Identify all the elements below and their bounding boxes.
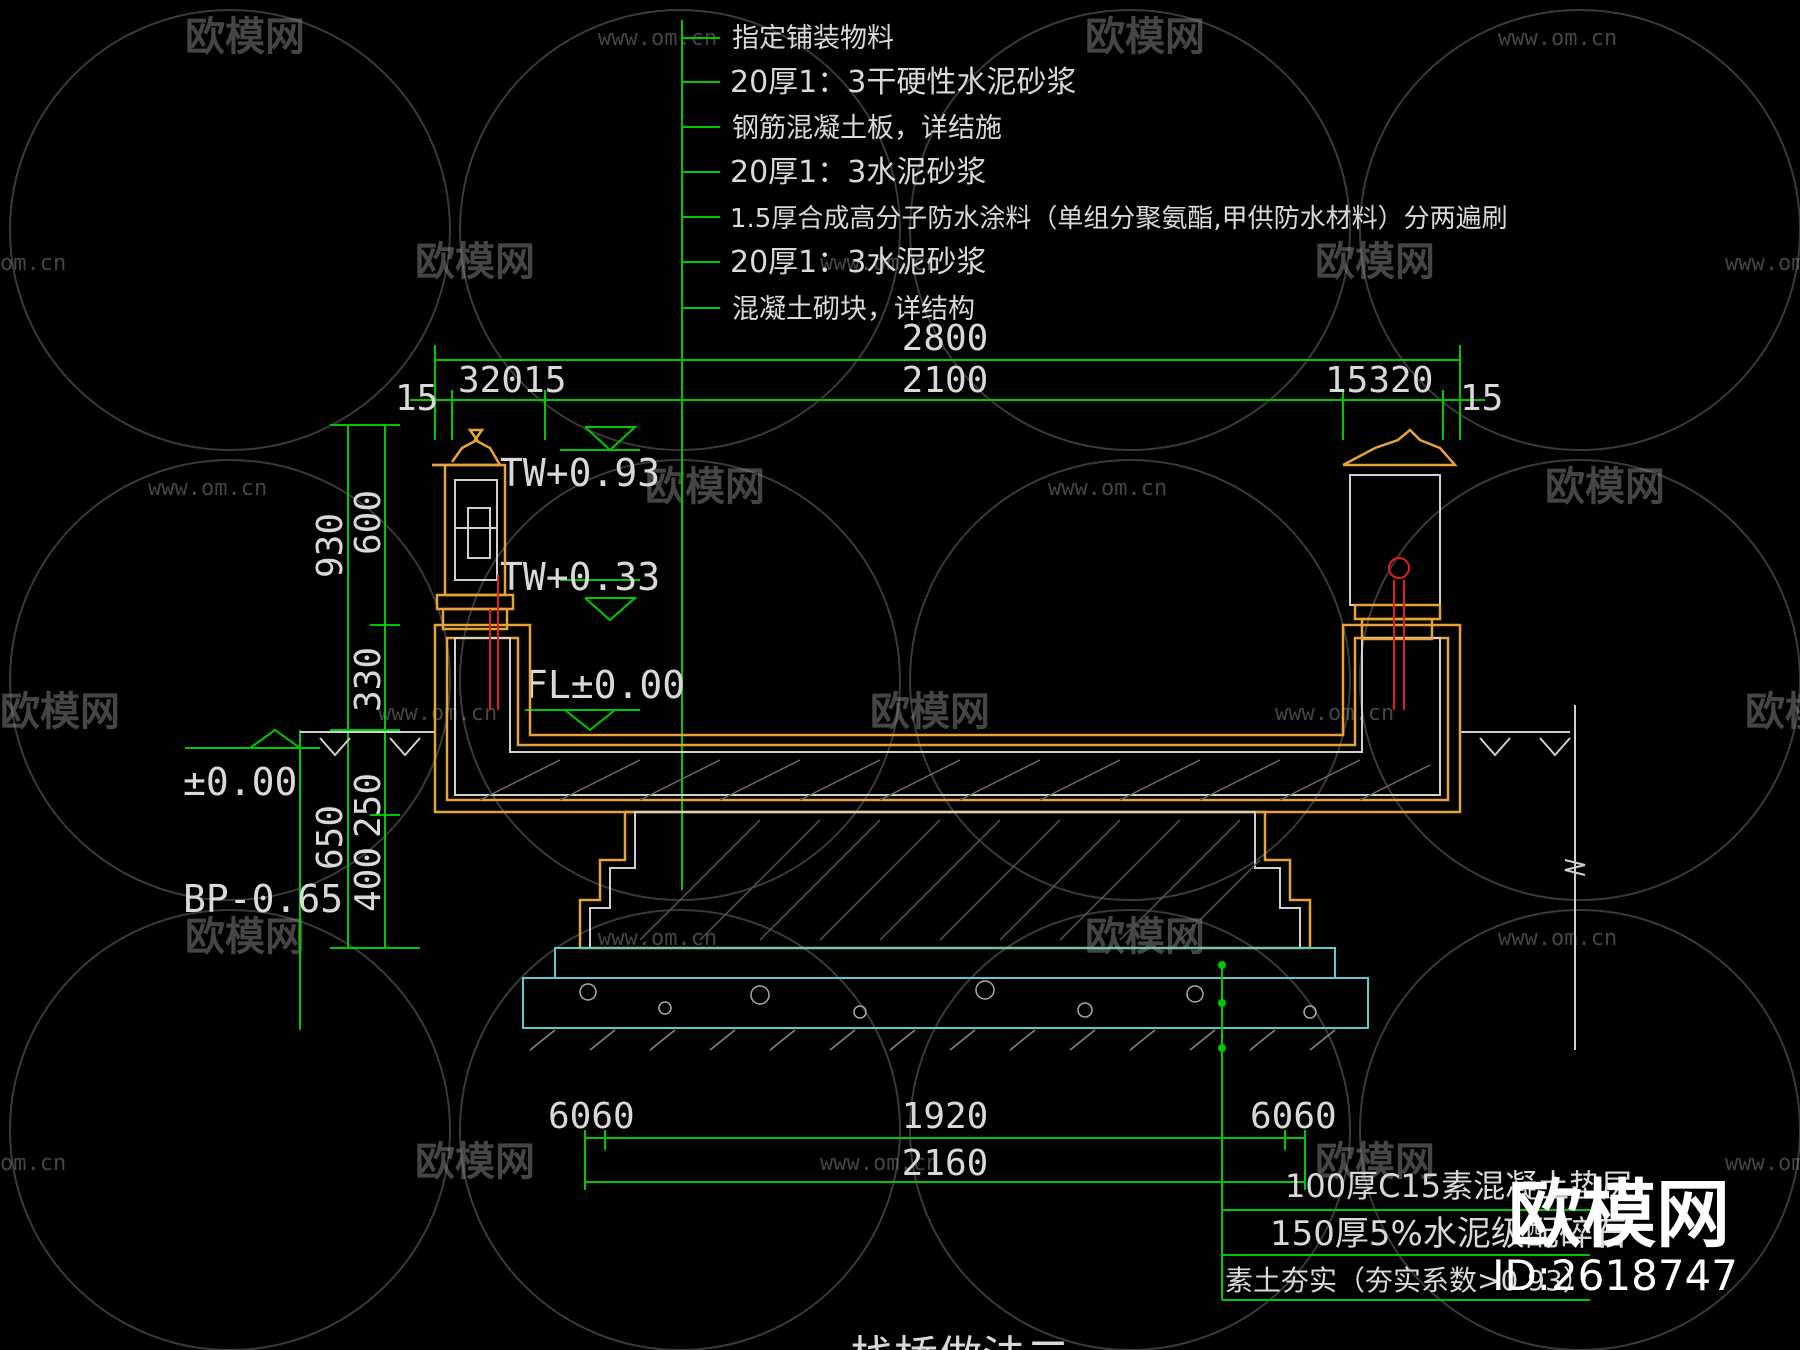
level-markers: TW+0.93 TW+0.33 FL±0.00 ±0.00 BP-0.65 bbox=[183, 426, 685, 921]
foundation-label: 150厚5%水泥级配碎石 bbox=[1270, 1214, 1627, 1254]
watermark-brand: 欧模网 bbox=[1085, 14, 1205, 60]
layer-label: 20厚1：3水泥砂浆 bbox=[730, 155, 986, 190]
dim-930: 930 bbox=[310, 513, 351, 578]
bottom-dimensions: 6060 1920 6060 2160 bbox=[548, 1096, 1337, 1190]
layer-leader bbox=[681, 20, 720, 890]
layer-label: 指定铺装物料 bbox=[732, 23, 894, 54]
watermark-brand: 欧模网 bbox=[415, 239, 535, 285]
dim-inner-width: 2100 bbox=[902, 360, 989, 401]
dim-left-small: 15 bbox=[395, 378, 438, 419]
watermark-brand: 欧模网 bbox=[185, 14, 305, 60]
watermarks: 欧模网 欧模网 欧模网 欧模网 欧模网 欧模网 欧模网 欧模网 欧模网 欧模网 … bbox=[0, 14, 1800, 1185]
brand-mark: 欧模网 ID:2618747 bbox=[1492, 1172, 1738, 1300]
watermark-brand: 欧模网 bbox=[1545, 464, 1665, 510]
drawing-caption: 栈桥做法二 bbox=[850, 1332, 1070, 1350]
watermark-url: www.om.cn bbox=[1725, 1151, 1800, 1176]
foundation-leader: 100厚C15素混凝土垫层 150厚5%水泥级配碎石 素土夯实（夯实系数>0.9… bbox=[1218, 961, 1633, 1301]
layer-label: 20厚1：3干硬性水泥砂浆 bbox=[730, 65, 1076, 100]
watermark-brand: 欧模网 bbox=[1745, 689, 1800, 735]
layer-labels: 指定铺装物料 20厚1：3干硬性水泥砂浆 钢筋混凝土板，详结施 20厚1：3水泥… bbox=[730, 23, 1508, 325]
dim-250: 250 bbox=[348, 773, 389, 838]
dim-bottom-right: 6060 bbox=[1250, 1096, 1337, 1137]
watermark-brand: 欧模网 bbox=[1085, 914, 1205, 960]
watermark-url: www.om.cn bbox=[1498, 926, 1617, 951]
brand-id: ID:2618747 bbox=[1492, 1251, 1738, 1300]
dim-600: 600 bbox=[348, 490, 389, 555]
layer-label: 钢筋混凝土板，详结施 bbox=[732, 113, 1002, 144]
level-ground: ±0.00 bbox=[183, 760, 297, 804]
watermark-url: www.om.cn bbox=[1048, 476, 1167, 501]
watermark-url: www.om.cn bbox=[1498, 26, 1617, 51]
watermark-brand: 欧模网 bbox=[1315, 1139, 1435, 1185]
watermark-brand: 欧模网 bbox=[1315, 239, 1435, 285]
watermark-url: www.om.cn bbox=[1275, 701, 1394, 726]
dim-650: 650 bbox=[310, 805, 351, 870]
left-dimensions: 930 600 330 650 400 250 bbox=[299, 424, 420, 1030]
watermark-url: om.cn bbox=[0, 251, 66, 276]
watermark-circles bbox=[9, 9, 1800, 1350]
layer-label: 1.5厚合成高分子防水涂料（单组分聚氨酯,甲供防水材料）分两遍刷 bbox=[730, 204, 1508, 234]
foundation-layers bbox=[522, 947, 1369, 1051]
top-dimensions: 2800 2100 15 32015 15320 15 bbox=[395, 318, 1503, 440]
watermark-brand: 欧模网 bbox=[185, 914, 305, 960]
dim-bottom-mid: 1920 bbox=[902, 1096, 989, 1137]
watermark-url: www.om.cn bbox=[1725, 251, 1800, 276]
level-tw-high: TW+0.93 bbox=[500, 451, 660, 495]
dim-right-small: 15 bbox=[1460, 378, 1503, 419]
watermark-url: www.om.cn bbox=[820, 251, 939, 276]
dim-right-group: 15320 bbox=[1325, 360, 1433, 401]
watermark-brand: 欧模网 bbox=[0, 689, 120, 735]
watermark-brand: 欧模网 bbox=[870, 689, 990, 735]
level-tw-low: TW+0.33 bbox=[500, 555, 660, 599]
level-bp: BP-0.65 bbox=[183, 877, 343, 921]
lantern-right bbox=[1342, 428, 1458, 710]
watermark-brand: 欧模网 bbox=[645, 464, 765, 510]
dim-total-width: 2800 bbox=[902, 318, 989, 359]
ground-lines bbox=[300, 705, 1586, 1050]
dim-left-group: 32015 bbox=[458, 360, 566, 401]
watermark-url: om.cn bbox=[0, 1151, 66, 1176]
watermark-url: www.om.cn bbox=[820, 1151, 939, 1176]
watermark-brand: 欧模网 bbox=[415, 1139, 535, 1185]
dim-400: 400 bbox=[348, 847, 389, 912]
watermark-url: www.om.cn bbox=[148, 476, 267, 501]
layer-label: 混凝土砌块，详结构 bbox=[732, 294, 975, 325]
dim-330: 330 bbox=[348, 647, 389, 712]
layer-label: 20厚1：3水泥砂浆 bbox=[730, 245, 986, 280]
lantern-left bbox=[432, 428, 515, 710]
dim-bottom-total: 2160 bbox=[902, 1143, 989, 1184]
foundation-label: 100厚C15素混凝土垫层 bbox=[1285, 1167, 1633, 1205]
foundation-label: 素土夯实（夯实系数>0.93） bbox=[1225, 1264, 1591, 1297]
level-fl: FL±0.00 bbox=[525, 663, 685, 707]
watermark-url: www.om.cn bbox=[378, 701, 497, 726]
dim-bottom-left: 6060 bbox=[548, 1096, 635, 1137]
brand-logo: 欧模网 bbox=[1508, 1172, 1730, 1258]
